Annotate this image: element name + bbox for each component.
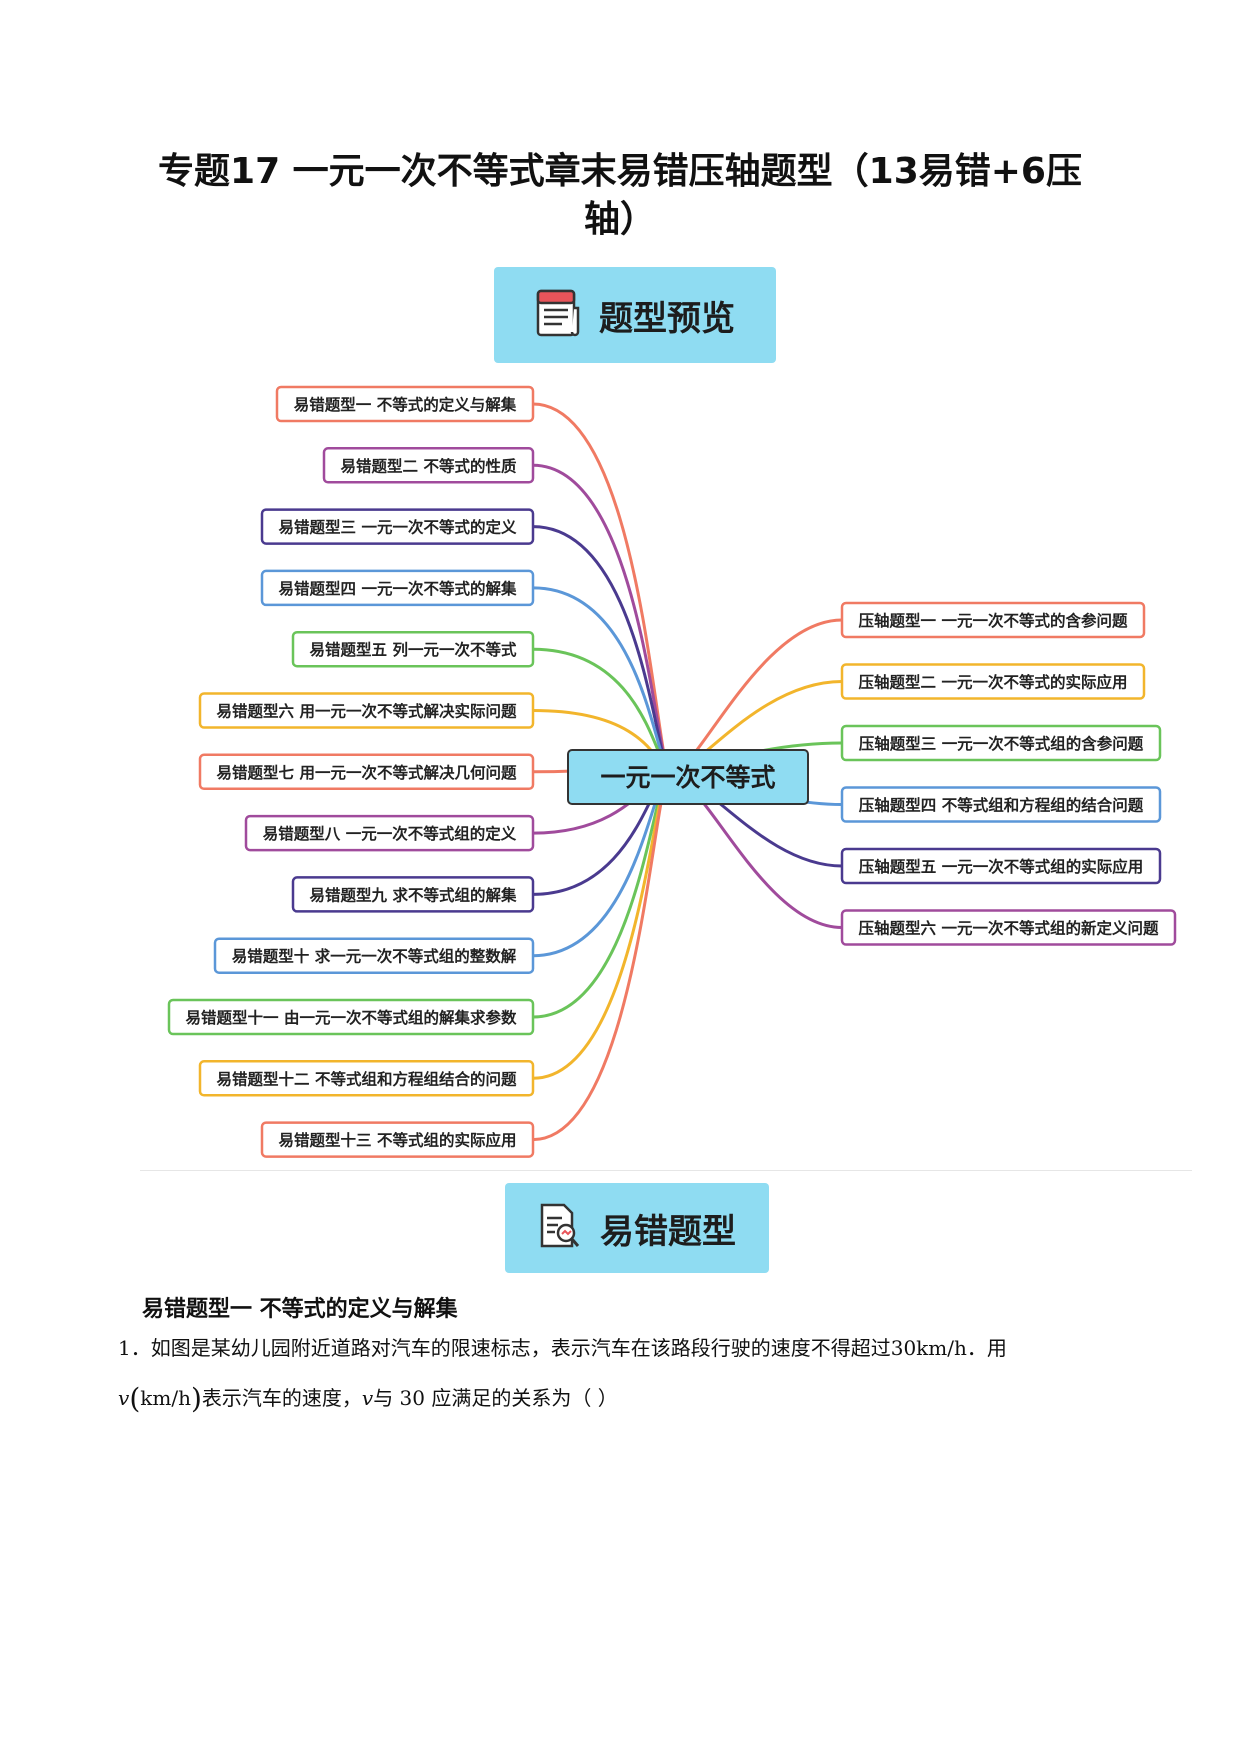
mindmap-right-5: 压轴题型六 一元一次不等式组的新定义问题: [840, 909, 1177, 946]
svg-text:易错题型一 不等式的定义与解集: 易错题型一 不等式的定义与解集: [294, 395, 517, 414]
question-1-line-1: 1．如图是某幼儿园附近道路对汽车的限速标志，表示汽车在该路段行驶的速度不得超过3…: [118, 1333, 1007, 1363]
question-text-d: 与 30 应满足的关系为（ ）: [373, 1386, 618, 1410]
question-number: 1．: [118, 1336, 151, 1360]
newspaper-icon: [535, 288, 581, 342]
error-types-banner: 易错题型: [505, 1183, 769, 1273]
svg-text:易错题型七 用一元一次不等式解决几何问题: 易错题型七 用一元一次不等式解决几何问题: [217, 763, 517, 782]
question-text-c: 表示汽车的速度，: [201, 1386, 362, 1410]
mindmap-left-1: 易错题型二 不等式的性质: [322, 447, 535, 484]
mindmap-left-edge-10: [532, 774, 672, 1019]
speed-unit: km/h: [140, 1386, 191, 1410]
mindmap-left-5: 易错题型六 用一元一次不等式解决实际问题: [198, 692, 535, 729]
svg-text:压轴题型六 一元一次不等式组的新定义问题: 压轴题型六 一元一次不等式组的新定义问题: [859, 919, 1159, 938]
question-text-b: ．用: [966, 1336, 1007, 1360]
mindmap-right-1: 压轴题型二 一元一次不等式的实际应用: [840, 663, 1146, 700]
svg-text:易错题型九 求不等式组的解集: 易错题型九 求不等式组的解集: [310, 885, 517, 904]
svg-text:压轴题型一 一元一次不等式的含参问题: 压轴题型一 一元一次不等式的含参问题: [859, 611, 1128, 630]
svg-text:一元一次不等式: 一元一次不等式: [600, 763, 775, 792]
mindmap-left-9: 易错题型十 求一元一次不等式组的整数解: [213, 937, 535, 974]
mindmap-right-3: 压轴题型四 不等式组和方程组的结合问题: [840, 786, 1162, 823]
overview-banner-label: 题型预览: [599, 298, 735, 339]
question-1-line-2: v(km/h)表示汽车的速度，v与 30 应满足的关系为（ ）: [118, 1382, 618, 1415]
svg-text:易错题型十三 不等式组的实际应用: 易错题型十三 不等式组的实际应用: [279, 1131, 517, 1150]
mindmap-right-4: 压轴题型五 一元一次不等式组的实际应用: [840, 847, 1162, 885]
svg-text:易错题型十 求一元一次不等式组的整数解: 易错题型十 求一元一次不等式组的整数解: [232, 947, 517, 966]
divider-line: [140, 1170, 1192, 1171]
overview-banner: 题型预览: [494, 267, 776, 363]
speed-variable-2: v: [361, 1386, 374, 1410]
mindmap-left-6: 易错题型七 用一元一次不等式解决几何问题: [198, 753, 535, 791]
mindmap-left-2: 易错题型三 一元一次不等式的定义: [260, 508, 535, 545]
mindmap-left-0: 易错题型一 不等式的定义与解集: [275, 385, 535, 423]
mindmap-left-4: 易错题型五 列一元一次不等式: [291, 630, 535, 668]
document-search-icon: [538, 1202, 582, 1254]
svg-text:易错题型十一 由一元一次不等式组的解集求参数: 易错题型十一 由一元一次不等式组的解集求参数: [186, 1008, 517, 1027]
svg-text:易错题型三 一元一次不等式的定义: 易错题型三 一元一次不等式的定义: [279, 518, 517, 537]
mindmap-right-2: 压轴题型三 一元一次不等式组的含参问题: [840, 724, 1162, 762]
svg-text:易错题型六 用一元一次不等式解决实际问题: 易错题型六 用一元一次不等式解决实际问题: [217, 702, 517, 721]
error-types-banner-label: 易错题型: [600, 1211, 736, 1252]
title-line-1: 专题17 一元一次不等式章末易错压轴题型（13易错+6压: [158, 151, 1082, 192]
svg-text:易错题型二 不等式的性质: 易错题型二 不等式的性质: [341, 456, 517, 475]
mindmap-left-7: 易错题型八 一元一次不等式组的定义: [244, 814, 535, 852]
svg-text:压轴题型四 不等式组和方程组的结合问题: 压轴题型四 不等式组和方程组的结合问题: [859, 796, 1144, 815]
speed-variable: v: [118, 1386, 130, 1410]
document-title: 专题17 一元一次不等式章末易错压轴题型（13易错+6压 轴）: [120, 148, 1120, 244]
svg-text:压轴题型五 一元一次不等式组的实际应用: 压轴题型五 一元一次不等式组的实际应用: [859, 857, 1143, 876]
mindmap-center-node: 一元一次不等式: [567, 749, 809, 805]
svg-text:易错题型五 列一元一次不等式: 易错题型五 列一元一次不等式: [310, 640, 517, 659]
svg-text:压轴题型三 一元一次不等式组的含参问题: 压轴题型三 一元一次不等式组的含参问题: [859, 734, 1144, 753]
mindmap-left-12: 易错题型十三 不等式组的实际应用: [260, 1121, 535, 1158]
mindmap-left-8: 易错题型九 求不等式组的解集: [291, 876, 535, 913]
speed-limit-value: 30km/h: [890, 1336, 967, 1360]
svg-text:易错题型八 一元一次不等式组的定义: 易错题型八 一元一次不等式组的定义: [263, 824, 517, 843]
mindmap-left-3: 易错题型四 一元一次不等式的解集: [260, 569, 535, 607]
svg-text:易错题型十二 不等式组和方程组结合的问题: 易错题型十二 不等式组和方程组结合的问题: [217, 1069, 517, 1088]
question-text-a: 如图是某幼儿园附近道路对汽车的限速标志，表示汽车在该路段行驶的速度不得超过: [150, 1336, 891, 1360]
section-heading: 易错题型一 不等式的定义与解集: [142, 1297, 458, 1322]
mindmap-left-11: 易错题型十二 不等式组和方程组结合的问题: [198, 1060, 535, 1097]
svg-text:易错题型四 一元一次不等式的解集: 易错题型四 一元一次不等式的解集: [279, 579, 517, 598]
mindmap-right-0: 压轴题型一 一元一次不等式的含参问题: [840, 601, 1146, 639]
title-line-2: 轴）: [583, 199, 656, 240]
mindmap-left-10: 易错题型十一 由一元一次不等式组的解集求参数: [167, 998, 535, 1036]
svg-text:压轴题型二 一元一次不等式的实际应用: 压轴题型二 一元一次不等式的实际应用: [859, 673, 1128, 692]
